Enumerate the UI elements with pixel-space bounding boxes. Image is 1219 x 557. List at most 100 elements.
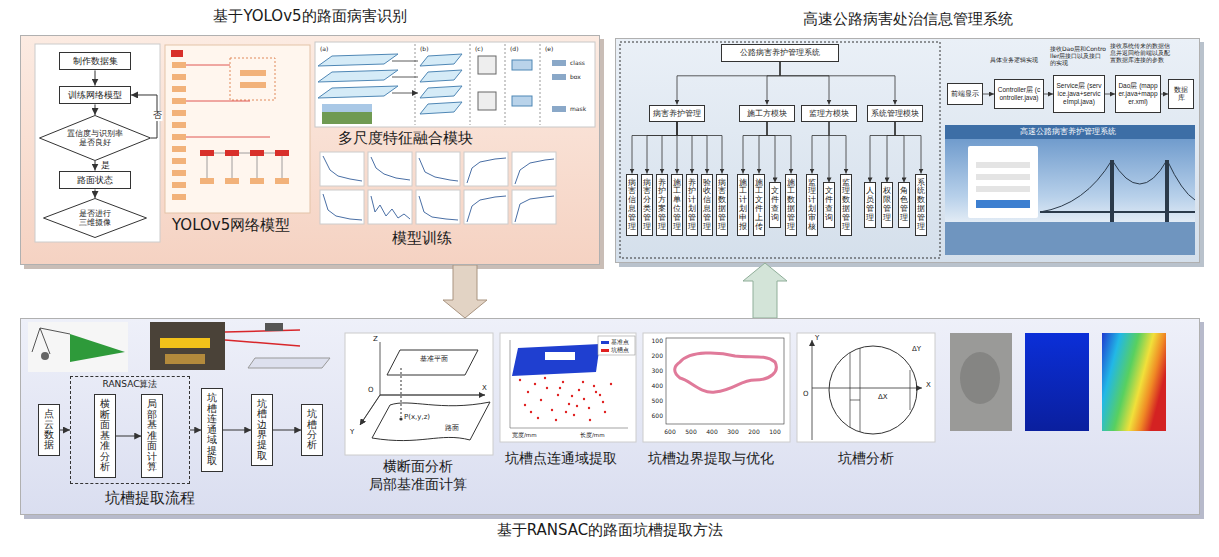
reference-plane-figure	[387, 350, 478, 375]
vertical-text: 点云数据	[44, 409, 54, 451]
training-curves	[467, 158, 506, 183]
layer-box: Controller层 (controller.java)	[994, 79, 1044, 109]
pothole-scatter-plot	[551, 409, 553, 411]
vertical-text: 文件查询	[825, 187, 833, 222]
multiscale-fusion-figure	[318, 86, 398, 98]
pothole-scatter-plot	[578, 389, 580, 391]
yolo-network-figure	[250, 150, 264, 156]
reference-plane-figure	[401, 368, 402, 417]
process-box: 监理方模块	[801, 105, 857, 122]
vertical-text: 养护方案管理	[658, 179, 666, 232]
pothole-scatter-plot	[593, 385, 595, 387]
depth-images	[960, 352, 1000, 404]
training-curves	[464, 190, 508, 224]
training-curves	[512, 190, 556, 224]
pothole-boundary-plot	[643, 333, 790, 442]
flow-arrow	[1161, 94, 1168, 95]
flow-arrow	[632, 122, 677, 174]
panel-heading: 基于RANSAC的路面坑槽提取方法	[21, 521, 1199, 540]
pothole-analysis-figure	[812, 340, 813, 440]
box-text: 训练网络模型	[63, 90, 127, 101]
label: 300	[652, 367, 663, 374]
login-screenshot	[945, 125, 1195, 255]
multiscale-fusion-figure	[478, 92, 496, 110]
vertical-text: 权限管理	[883, 187, 891, 222]
step-box: 系统数据管理	[915, 174, 927, 237]
multiscale-fusion-figure	[415, 44, 416, 125]
label: 坑槽分析	[838, 450, 894, 467]
label: 高速公路病害养护管理系统	[1020, 127, 1116, 137]
pothole-scatter-plot	[565, 411, 567, 413]
label: 200	[652, 352, 663, 359]
label: (b)	[420, 45, 429, 52]
flow-arrow	[780, 62, 895, 105]
laser-scanner-photos	[165, 354, 205, 364]
group-heading: RANSAC算法	[71, 379, 189, 390]
label: 300	[727, 428, 738, 435]
multiscale-fusion-figure	[505, 44, 506, 125]
vertical-text: 施工数据管理	[787, 179, 795, 232]
multiscale-fusion-figure	[540, 44, 541, 125]
flow-arrow	[887, 122, 895, 183]
label: Y	[815, 334, 819, 342]
flow-arrow	[767, 62, 780, 105]
diamond-text: 是否进行三维摄像	[78, 209, 112, 227]
laser-scanner-photos	[32, 328, 70, 354]
training-curves	[464, 152, 508, 186]
yolo-network-figure	[172, 62, 186, 68]
multiscale-fusion-figure	[420, 102, 462, 114]
step-box: 人员管理	[864, 182, 876, 227]
step-box: 施工文件上传	[753, 174, 765, 237]
flow-arrow	[223, 430, 252, 431]
flow-arrow	[895, 122, 904, 183]
laser-scanner-photos	[150, 322, 225, 370]
label: 100	[769, 428, 780, 435]
multiscale-fusion-figure	[315, 42, 595, 127]
label: O	[368, 386, 374, 394]
edge-label: 否	[152, 112, 163, 122]
label: (e)	[545, 45, 553, 52]
step-box: 病害分类管理	[641, 174, 653, 237]
step-box: 横断面基准分析	[94, 394, 116, 477]
reference-plane-figure	[360, 395, 380, 425]
label: 路面	[445, 424, 459, 432]
training-curves	[512, 152, 556, 186]
flow-arrow	[829, 122, 846, 174]
label: 600	[652, 412, 663, 419]
yolo-network-figure	[230, 58, 275, 100]
vertical-text: 病害分类管理	[643, 179, 651, 232]
flow-arrow	[767, 122, 775, 183]
step-box: 验收信息管理	[701, 174, 713, 237]
process-box: 制作数据集	[59, 52, 131, 71]
flow-arrow	[116, 436, 142, 437]
pothole-scatter-plot	[546, 387, 548, 389]
vertical-text: 施工单位管理	[673, 179, 681, 232]
flow-arrow	[1044, 94, 1053, 95]
diamond-text: 置信度与识别率是否良好	[66, 129, 124, 147]
pothole-analysis-figure	[850, 348, 910, 432]
yolo-network-figure	[172, 110, 186, 116]
panel-ground	[615, 38, 1200, 263]
pothole-boundary-plot	[643, 333, 790, 442]
yolo-network-figure	[200, 178, 214, 184]
box-text: 监理方模块	[805, 109, 853, 118]
laser-scanner-photos	[70, 334, 125, 362]
pothole-analysis-figure	[812, 388, 922, 389]
label: 500	[685, 428, 696, 435]
pothole-scatter-plot	[573, 414, 575, 416]
label: (d)	[510, 45, 519, 52]
vertical-text: 局部基准面计算	[147, 399, 157, 472]
yolo-network-figure	[172, 134, 186, 140]
flow-arrow	[677, 122, 692, 174]
diamond-outline	[44, 199, 147, 238]
connectors	[60, 62, 1168, 436]
vertical-text: 病害信息管理	[628, 179, 636, 232]
pothole-scatter-plot	[582, 381, 584, 383]
pothole-scatter-plot	[545, 352, 575, 360]
multiscale-fusion-figure	[315, 42, 595, 127]
training-curves	[323, 156, 362, 181]
box-text: 路面状态	[63, 175, 127, 186]
box-text: 制作数据集	[63, 56, 127, 67]
